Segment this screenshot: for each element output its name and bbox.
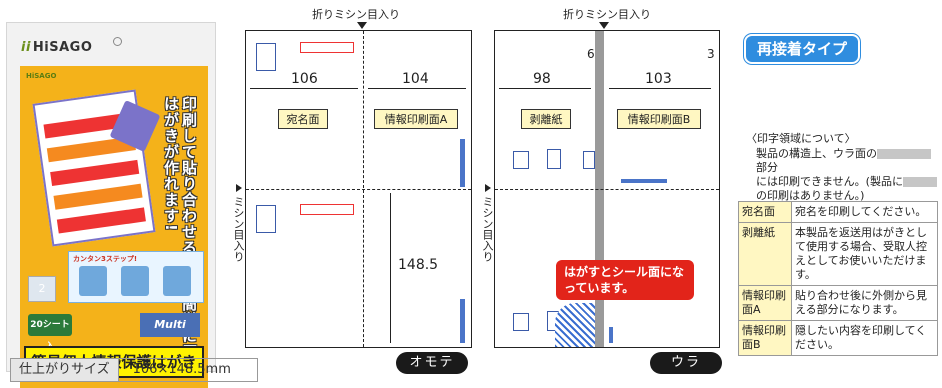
reseal-type-badge: 再接着タイプ xyxy=(746,36,858,62)
seal-surface-image xyxy=(555,303,595,347)
front-dim-left: 106 xyxy=(291,71,318,87)
gray-swatch xyxy=(877,149,931,159)
print-area-title: 〈印字領域について〉 xyxy=(746,132,856,145)
table-row: 情報印刷面B 隠したい内容を印刷してください。 xyxy=(738,320,938,356)
front-card: 106 104 宛名面 情報印刷面A 148.5 xyxy=(245,30,472,348)
instruction-image xyxy=(513,313,529,331)
row-value: 貼り合わせ後に外側から見える部分になります。 xyxy=(791,285,938,321)
row-key: 情報印刷面A xyxy=(738,285,792,321)
gray-swatch xyxy=(902,177,937,187)
table-row: 剥離紙 本製品を返送用はがきとして使用する場合、受取人控えとしてお使いいただけま… xyxy=(738,222,938,286)
size-value: 106×148.5mm xyxy=(132,362,231,377)
back-dim-strip: 6 xyxy=(587,47,595,61)
size-label: 仕上がりサイズ xyxy=(11,359,119,381)
card-stripe xyxy=(50,159,140,187)
width-arrow xyxy=(368,88,466,89)
logo-mark: ii xyxy=(21,40,31,55)
front-tag-address: 宛名面 xyxy=(278,109,328,129)
instruction-image xyxy=(547,149,561,169)
front-dim-vertical: 148.5 xyxy=(398,257,439,273)
row-value: 本製品を返送用はがきとして使用する場合、受取人控えとしてお使いいただけます。 xyxy=(791,222,938,286)
fold-marker-icon xyxy=(357,22,367,29)
count-badge: 20シート入 xyxy=(28,314,72,352)
height-arrow xyxy=(390,193,391,343)
back-card: 6 3 98 103 剥離紙 情報印刷面B xyxy=(494,30,720,348)
row-key: 情報印刷面B xyxy=(738,320,792,356)
peel-callout: はがすとシール面になっています。 xyxy=(556,260,694,300)
row-value: 宛名を印刷してください。 xyxy=(791,201,938,223)
back-perforation-line xyxy=(495,189,719,190)
multi-logo: Multi xyxy=(140,313,200,337)
postal-code-box xyxy=(300,42,354,53)
front-side-label: オモテ xyxy=(396,352,468,374)
table-row: 情報印刷面A 貼り合わせ後に外側から見える部分になります。 xyxy=(738,285,938,321)
perforation-marker-icon xyxy=(236,184,242,192)
package-vertical-copy: 印刷して貼り合わせるだけ!簡単に圧着はがきが作れます! xyxy=(162,96,198,376)
note-line2a: には印刷できません。(製品に xyxy=(756,175,903,188)
printed-bar xyxy=(460,299,465,343)
width-arrow xyxy=(250,88,358,89)
back-dim-left: 98 xyxy=(533,71,551,87)
instruction-image xyxy=(513,151,529,169)
back-side-label: ウラ xyxy=(650,352,722,374)
postal-address-box xyxy=(256,205,276,233)
postal-code-box xyxy=(300,204,354,215)
front-dim-right: 104 xyxy=(402,71,429,87)
front-perforation-label: ミシン目入り xyxy=(232,196,245,262)
steps-label: カンタン3ステップ! xyxy=(73,255,138,263)
steps-panel: カンタン3ステップ! xyxy=(68,251,204,303)
step-image xyxy=(79,266,107,296)
row-key: 剥離紙 xyxy=(738,222,792,286)
mini-brand: HiSAGO xyxy=(26,72,57,80)
back-dim-edge: 3 xyxy=(707,47,715,61)
back-dim-right: 103 xyxy=(645,71,672,87)
hang-hole xyxy=(113,37,122,46)
width-arrow xyxy=(499,88,591,89)
front-tag-info-a: 情報印刷面A xyxy=(374,109,458,129)
front-fold-label: 折りミシン目入り xyxy=(312,8,400,21)
back-tag-info-b: 情報印刷面B xyxy=(617,109,701,129)
printed-bar xyxy=(609,327,613,343)
note-line1a: 製品の構造上、ウラ面の xyxy=(756,147,877,160)
instruction-image xyxy=(583,151,595,169)
step-image xyxy=(121,266,149,296)
card-stripe xyxy=(53,183,143,210)
printed-bar xyxy=(621,179,667,183)
row-key: 宛名面 xyxy=(738,201,792,223)
front-perforation-line xyxy=(246,189,471,190)
brand-name: HiSAGO xyxy=(32,40,93,55)
perforation-marker-icon xyxy=(485,184,491,192)
step-image xyxy=(163,266,191,296)
table-row: 宛名面 宛名を印刷してください。 xyxy=(738,201,938,223)
size-table: 仕上がりサイズ 106×148.5mm xyxy=(10,358,258,382)
note-line3: の印刷はありません。) xyxy=(756,189,865,202)
card-stripe xyxy=(56,207,146,234)
surface-info-table: 宛名面 宛名を印刷してください。 剥離紙 本製品を返送用はがきとして使用する場合… xyxy=(738,201,938,356)
back-fold-label: 折りミシン目入り xyxy=(563,8,651,21)
row-value: 隠したい内容を印刷してください。 xyxy=(791,320,938,356)
width-arrow xyxy=(609,88,711,89)
postal-address-box xyxy=(256,43,276,71)
printed-bar xyxy=(460,139,465,187)
back-tag-release-paper: 剥離紙 xyxy=(521,109,571,129)
note-line1b: 部分 xyxy=(756,161,778,174)
print-area-note: 製品の構造上、ウラ面の部分 には印刷できません。(製品に の印刷はありません。) xyxy=(756,147,938,203)
package-side-number: 2 xyxy=(28,276,56,302)
package-cover: HiSAGO 印刷して貼り合わせるだけ!簡単に圧着はがきが作れます! 2 カンタ… xyxy=(20,66,208,388)
fold-marker-icon xyxy=(599,22,609,29)
back-perforation-label: ミシン目入り xyxy=(481,196,494,262)
